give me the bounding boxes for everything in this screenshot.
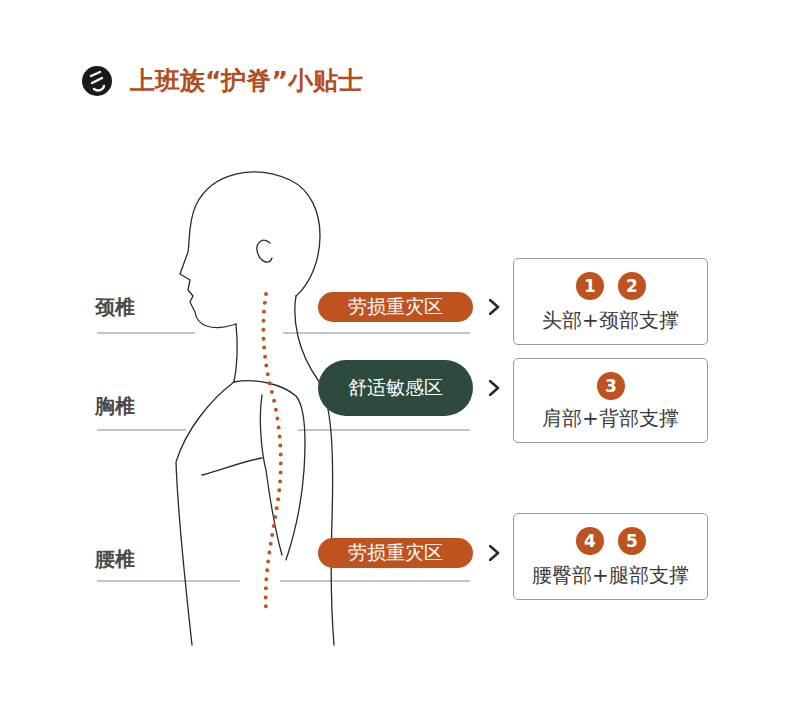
node-text: 劳损重灾区 [348,294,443,320]
node-text: 头部+颈部支撑 [542,307,679,334]
zone-pill: 舒适敏感区 [318,360,473,416]
callout-number: 3 [597,372,625,400]
node-text: 腰臀部+腿部支撑 [532,562,689,589]
chevron-connector [473,553,498,554]
callout-text: 5 [626,531,638,551]
chevron-connector [473,307,498,308]
title-icon [82,66,112,96]
chevron-connector [473,388,498,389]
callout-number: 2 [618,272,646,300]
spine-dots [263,294,280,612]
support-box: 肩部+背部支撑 3 [513,358,708,443]
callout-number: 5 [618,527,646,555]
callout-number: 1 [576,272,604,300]
support-box: 腰臀部+腿部支撑 4 5 [513,513,708,600]
node-text: 肩部+背部支撑 [542,405,679,432]
callout-text: 4 [584,531,596,551]
person-outline [176,172,334,645]
callout-text: 2 [626,276,638,296]
callout-number: 4 [576,527,604,555]
title: 上班族“护脊”小贴士 [130,64,363,97]
node-text: 舒适敏感区 [348,375,443,401]
support-box: 头部+颈部支撑 1 2 [513,258,708,345]
zone-pill: 劳损重灾区 [318,538,473,568]
spine-label: 腰椎 [95,546,135,573]
title-icon-mark [91,72,104,90]
spine-label: 胸椎 [95,393,135,420]
callout-text: 1 [584,276,596,296]
spine-label: 颈椎 [95,294,135,321]
zone-pill: 劳损重灾区 [318,292,473,322]
node-text: 劳损重灾区 [348,540,443,566]
callout-text: 3 [605,376,617,396]
